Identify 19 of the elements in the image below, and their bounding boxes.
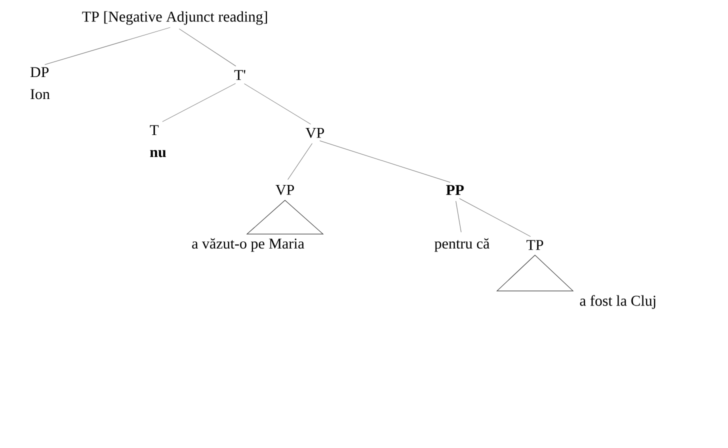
branch-line (44, 27, 170, 65)
syntax-label: a văzut-o pe Maria (192, 238, 304, 252)
branch-line (244, 83, 311, 124)
syntax-label: PP (446, 185, 464, 195)
syntax-label: TP (526, 240, 544, 250)
branch-line (178, 28, 236, 66)
syntax-label: pentru că (434, 238, 490, 252)
syntax-label: VP (306, 128, 324, 138)
branch-line (320, 140, 450, 183)
syntax-label: TP [Negative Adjunct reading] (82, 11, 267, 25)
branch-line (456, 200, 462, 232)
syntax-label: VP (276, 184, 294, 196)
syntax-label: a fost la Cluj (580, 295, 656, 309)
branch-line (288, 143, 312, 180)
syntax-label: T' (234, 70, 246, 80)
branch-line (459, 198, 531, 237)
syntax-label: T nu (150, 125, 166, 158)
branch-line (162, 83, 236, 122)
syntax-label: DP Ion (30, 67, 50, 100)
